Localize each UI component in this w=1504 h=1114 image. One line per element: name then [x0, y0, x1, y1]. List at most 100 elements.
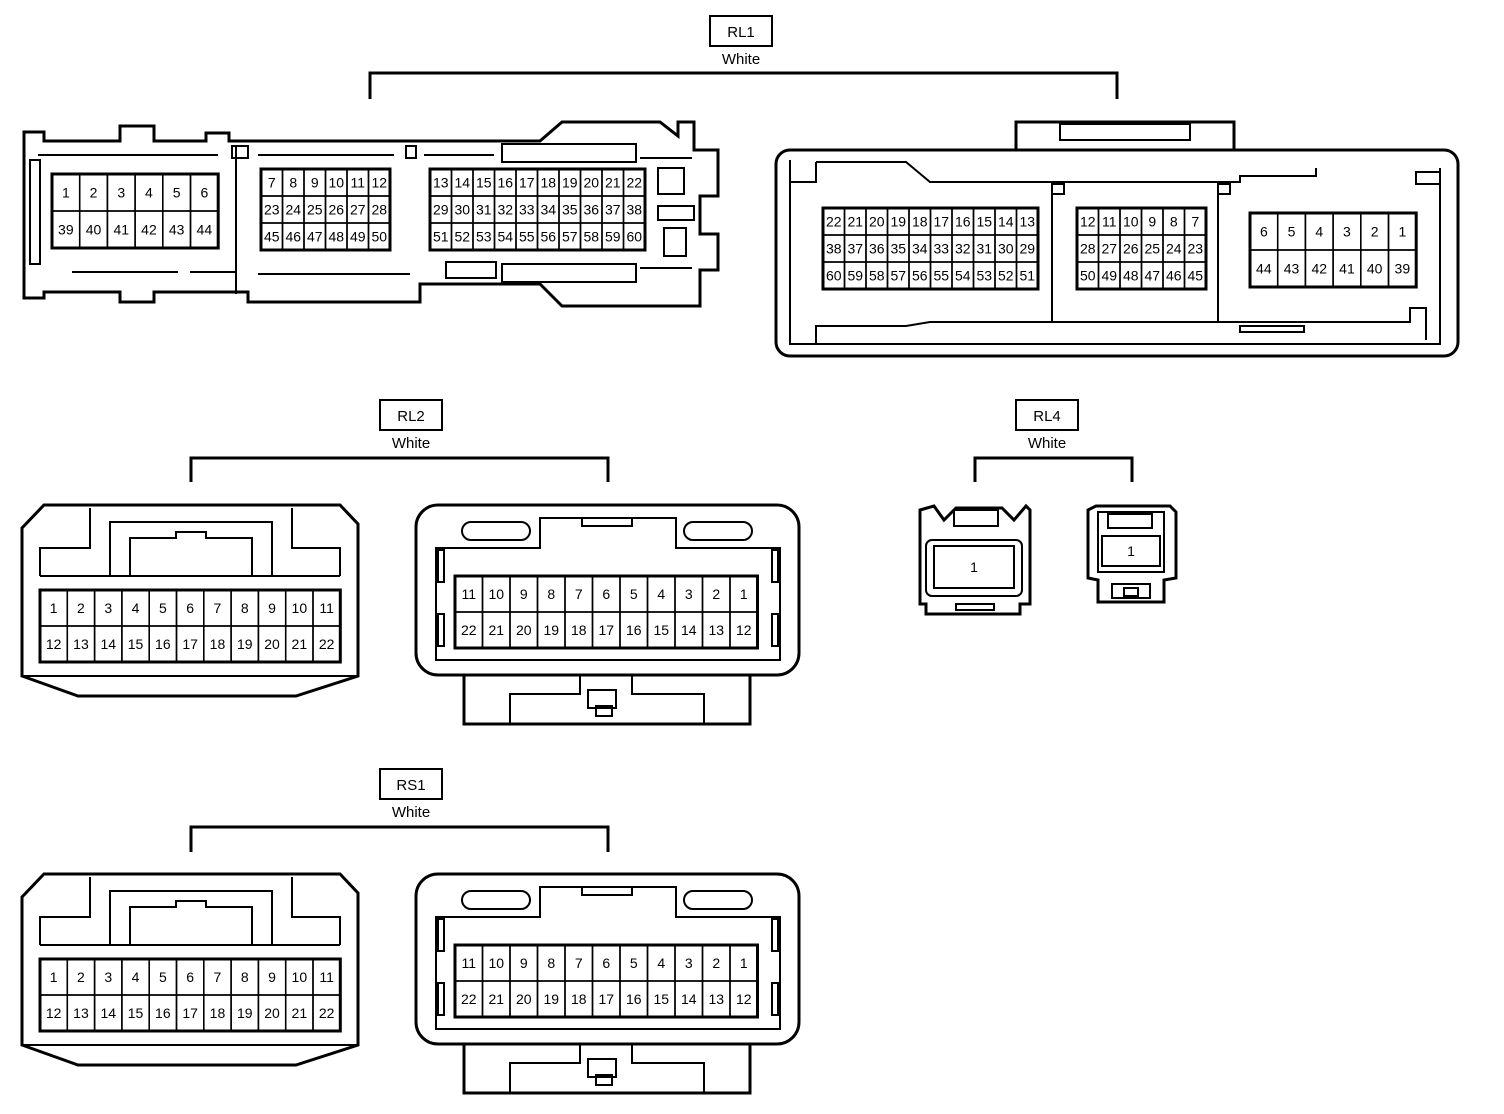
rs1-right-pin-label: 16 — [626, 991, 642, 1007]
rl1-right-c-pin-label: 3 — [1343, 224, 1351, 240]
rs1-right-cell — [729, 980, 759, 1018]
rl1-left-c-pin-label: 18 — [540, 175, 556, 191]
rl4-left-pin: 1 — [970, 559, 978, 575]
rl2-right-pin-label: 12 — [736, 622, 752, 638]
rl1-right-b-pin-label: 25 — [1144, 241, 1160, 257]
rl1-right-b-cell — [1183, 261, 1207, 290]
rl1-left-a-pin-label: 43 — [169, 222, 185, 238]
rl1-left-c-pin-label: 14 — [454, 175, 470, 191]
rl2-left-pin-label: 21 — [292, 636, 308, 652]
rs1-left-pin-label: 9 — [268, 969, 276, 985]
rs1-left-pin-label: 22 — [319, 1005, 335, 1021]
rl2-left-pin-label: 11 — [319, 600, 334, 616]
rs1-right-pin-label: 17 — [598, 991, 614, 1007]
rl1-right-b-pin-label: 47 — [1144, 268, 1160, 284]
rl1-right-b-pin-label: 26 — [1123, 241, 1139, 257]
rl1-left-c-pin-label: 57 — [562, 229, 578, 245]
rs1-label-box — [379, 768, 443, 800]
rl1-left-c-pin-label: 17 — [519, 175, 535, 191]
rl2-right-pin-label: 1 — [740, 586, 748, 602]
rl1-left-c-pin-label: 52 — [454, 229, 470, 245]
rl1-left-b-pin-label: 45 — [264, 229, 280, 245]
rl2-right-pin-label: 2 — [712, 586, 720, 602]
rs1-left-pin-label: 3 — [104, 969, 112, 985]
rl1-right-a-pin-label: 53 — [976, 268, 992, 284]
rl4-bracket — [973, 456, 1134, 482]
rl2-left-pin-label: 7 — [214, 600, 222, 616]
rs1-right-pin-label: 3 — [685, 955, 693, 971]
rs1-bracket — [189, 825, 610, 852]
rl1-label: RL1 — [727, 24, 755, 41]
rl1-right-c-pin-label: 5 — [1288, 224, 1296, 240]
rl1-left-a-cell — [189, 210, 219, 249]
rl2-left-pin-label: 13 — [73, 636, 89, 652]
rl4-color: White — [1028, 435, 1066, 452]
rl1-left-a-pin-label: 5 — [173, 185, 181, 201]
rs1-right-pin-label: 19 — [543, 991, 559, 1007]
rl2-left-pin-label: 8 — [241, 600, 249, 616]
rs1-right-pin-label: 22 — [461, 991, 477, 1007]
rl1-right-a-pin-label: 31 — [976, 241, 992, 257]
rl1-right-a-pin-label: 33 — [933, 241, 949, 257]
rs1-left-cell — [312, 994, 342, 1032]
rl1-left-c-pin-label: 37 — [605, 202, 621, 218]
rl1-right-a-cell — [1015, 261, 1039, 290]
rl1-right-a-pin-label: 13 — [1019, 214, 1035, 230]
rs1-right-pin-label: 14 — [681, 991, 697, 1007]
rl2-left-pin-label: 22 — [319, 636, 335, 652]
rl1-left-b-pin-label: 28 — [371, 202, 387, 218]
rl1-right-c-pin-label: 4 — [1315, 224, 1323, 240]
rl1-left-a-pin-label: 3 — [117, 185, 125, 201]
rl1-left-c-pin-label: 59 — [605, 229, 621, 245]
rl2-left-pin-label: 15 — [128, 636, 144, 652]
rl2-right-pin-label: 13 — [708, 622, 724, 638]
rl1-right-a-pin-label: 56 — [912, 268, 928, 284]
rl1-left-b-pin-label: 23 — [264, 202, 280, 218]
rs1-left-pin-label: 13 — [73, 1005, 89, 1021]
rl1-left-a-pin-label: 4 — [145, 185, 153, 201]
rl1-left-b-pin-label: 25 — [307, 202, 323, 218]
rl1-right-c-pin-label: 43 — [1284, 261, 1300, 277]
rl2-left-pin-label: 2 — [77, 600, 85, 616]
rl1-left-c-pin-label: 32 — [497, 202, 513, 218]
rs1-right-pin-label: 21 — [488, 991, 504, 1007]
rl1-left-c-pin-label: 58 — [583, 229, 599, 245]
rs1-left-pin-label: 1 — [50, 969, 58, 985]
rs1-left-pin-label: 10 — [292, 969, 308, 985]
rl1-right-c-cell — [1387, 249, 1417, 288]
rl2-right-pin-label: 16 — [626, 622, 642, 638]
rl1-right-a-pin-label: 34 — [912, 241, 928, 257]
rl1-left-b-pin-label: 12 — [371, 175, 387, 191]
rs1-left-pin-label: 11 — [319, 969, 334, 985]
rl1-right-c-pin-label: 39 — [1395, 261, 1411, 277]
rl2-left-pin-label: 1 — [50, 600, 58, 616]
rl1-right-a-pin-label: 59 — [847, 268, 863, 284]
rl1-right-a-pin-label: 17 — [933, 214, 949, 230]
rl1-left-c-pin-label: 29 — [433, 202, 449, 218]
rl1-right-a-pin-label: 15 — [976, 214, 992, 230]
rs1-left-pin-label: 20 — [264, 1005, 280, 1021]
rl1-left-c-pin-label: 20 — [583, 175, 599, 191]
rl1-left-c-pin-label: 22 — [626, 175, 642, 191]
rl1-left-b-pin-label: 47 — [307, 229, 323, 245]
rl1-left-c-pin-label: 38 — [626, 202, 642, 218]
rl1-right-c-pin-label: 41 — [1339, 261, 1355, 277]
rl2-right-pin-label: 19 — [543, 622, 559, 638]
rl1-right-b-pin-label: 46 — [1166, 268, 1182, 284]
rs1-left-pin-label: 7 — [214, 969, 222, 985]
rl2-bracket — [189, 456, 610, 482]
rl1-right-b-pin-label: 7 — [1191, 214, 1199, 230]
rs1-right-pin-label: 8 — [547, 955, 555, 971]
rs1-right-pin-label: 18 — [571, 991, 587, 1007]
rl2-left-pin-label: 10 — [292, 600, 308, 616]
rl1-right-b-pin-label: 27 — [1101, 241, 1117, 257]
rs1-right-pin-label: 10 — [488, 955, 504, 971]
rl1-left-b-pin-label: 46 — [285, 229, 301, 245]
